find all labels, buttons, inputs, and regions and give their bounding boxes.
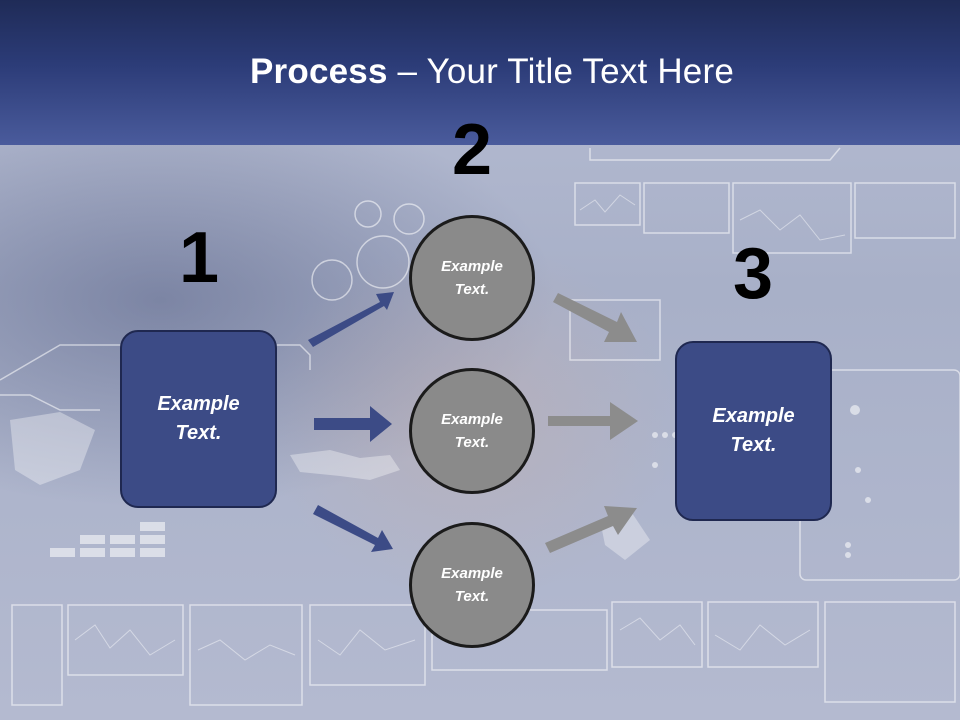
page-title: Process – Your Title Text Here bbox=[0, 52, 960, 92]
start-box-line2: Text. bbox=[175, 422, 222, 444]
step-number-1: 1 bbox=[178, 218, 220, 298]
circle-3-line2: Text. bbox=[454, 588, 490, 605]
arrow-to-circle-2 bbox=[314, 406, 392, 442]
arrow-from-circle-2 bbox=[548, 402, 638, 440]
circle-3-line1: Example bbox=[441, 565, 503, 582]
step-number-2: 2 bbox=[451, 110, 493, 190]
end-box-line2: Text. bbox=[730, 434, 777, 456]
start-box-line1: Example bbox=[157, 393, 240, 415]
arrow-to-circle-1 bbox=[308, 292, 394, 347]
circle-2-line1: Example bbox=[441, 411, 503, 428]
arrow-to-circle-3 bbox=[313, 505, 393, 552]
arrow-from-circle-3 bbox=[545, 506, 637, 553]
step-number-3: 3 bbox=[732, 234, 774, 314]
circle-1-line1: Example bbox=[441, 258, 503, 275]
header-bar bbox=[0, 0, 960, 145]
title-rest: – Your Title Text Here bbox=[387, 52, 734, 91]
arrow-from-circle-1 bbox=[553, 293, 637, 342]
gray-arrows bbox=[545, 293, 638, 553]
circle-2-line2: Text. bbox=[454, 434, 490, 451]
blue-arrows bbox=[308, 292, 394, 552]
end-box-line1: Example bbox=[712, 405, 795, 427]
title-bold: Process bbox=[250, 52, 388, 91]
circle-1-line2: Text. bbox=[454, 281, 490, 298]
